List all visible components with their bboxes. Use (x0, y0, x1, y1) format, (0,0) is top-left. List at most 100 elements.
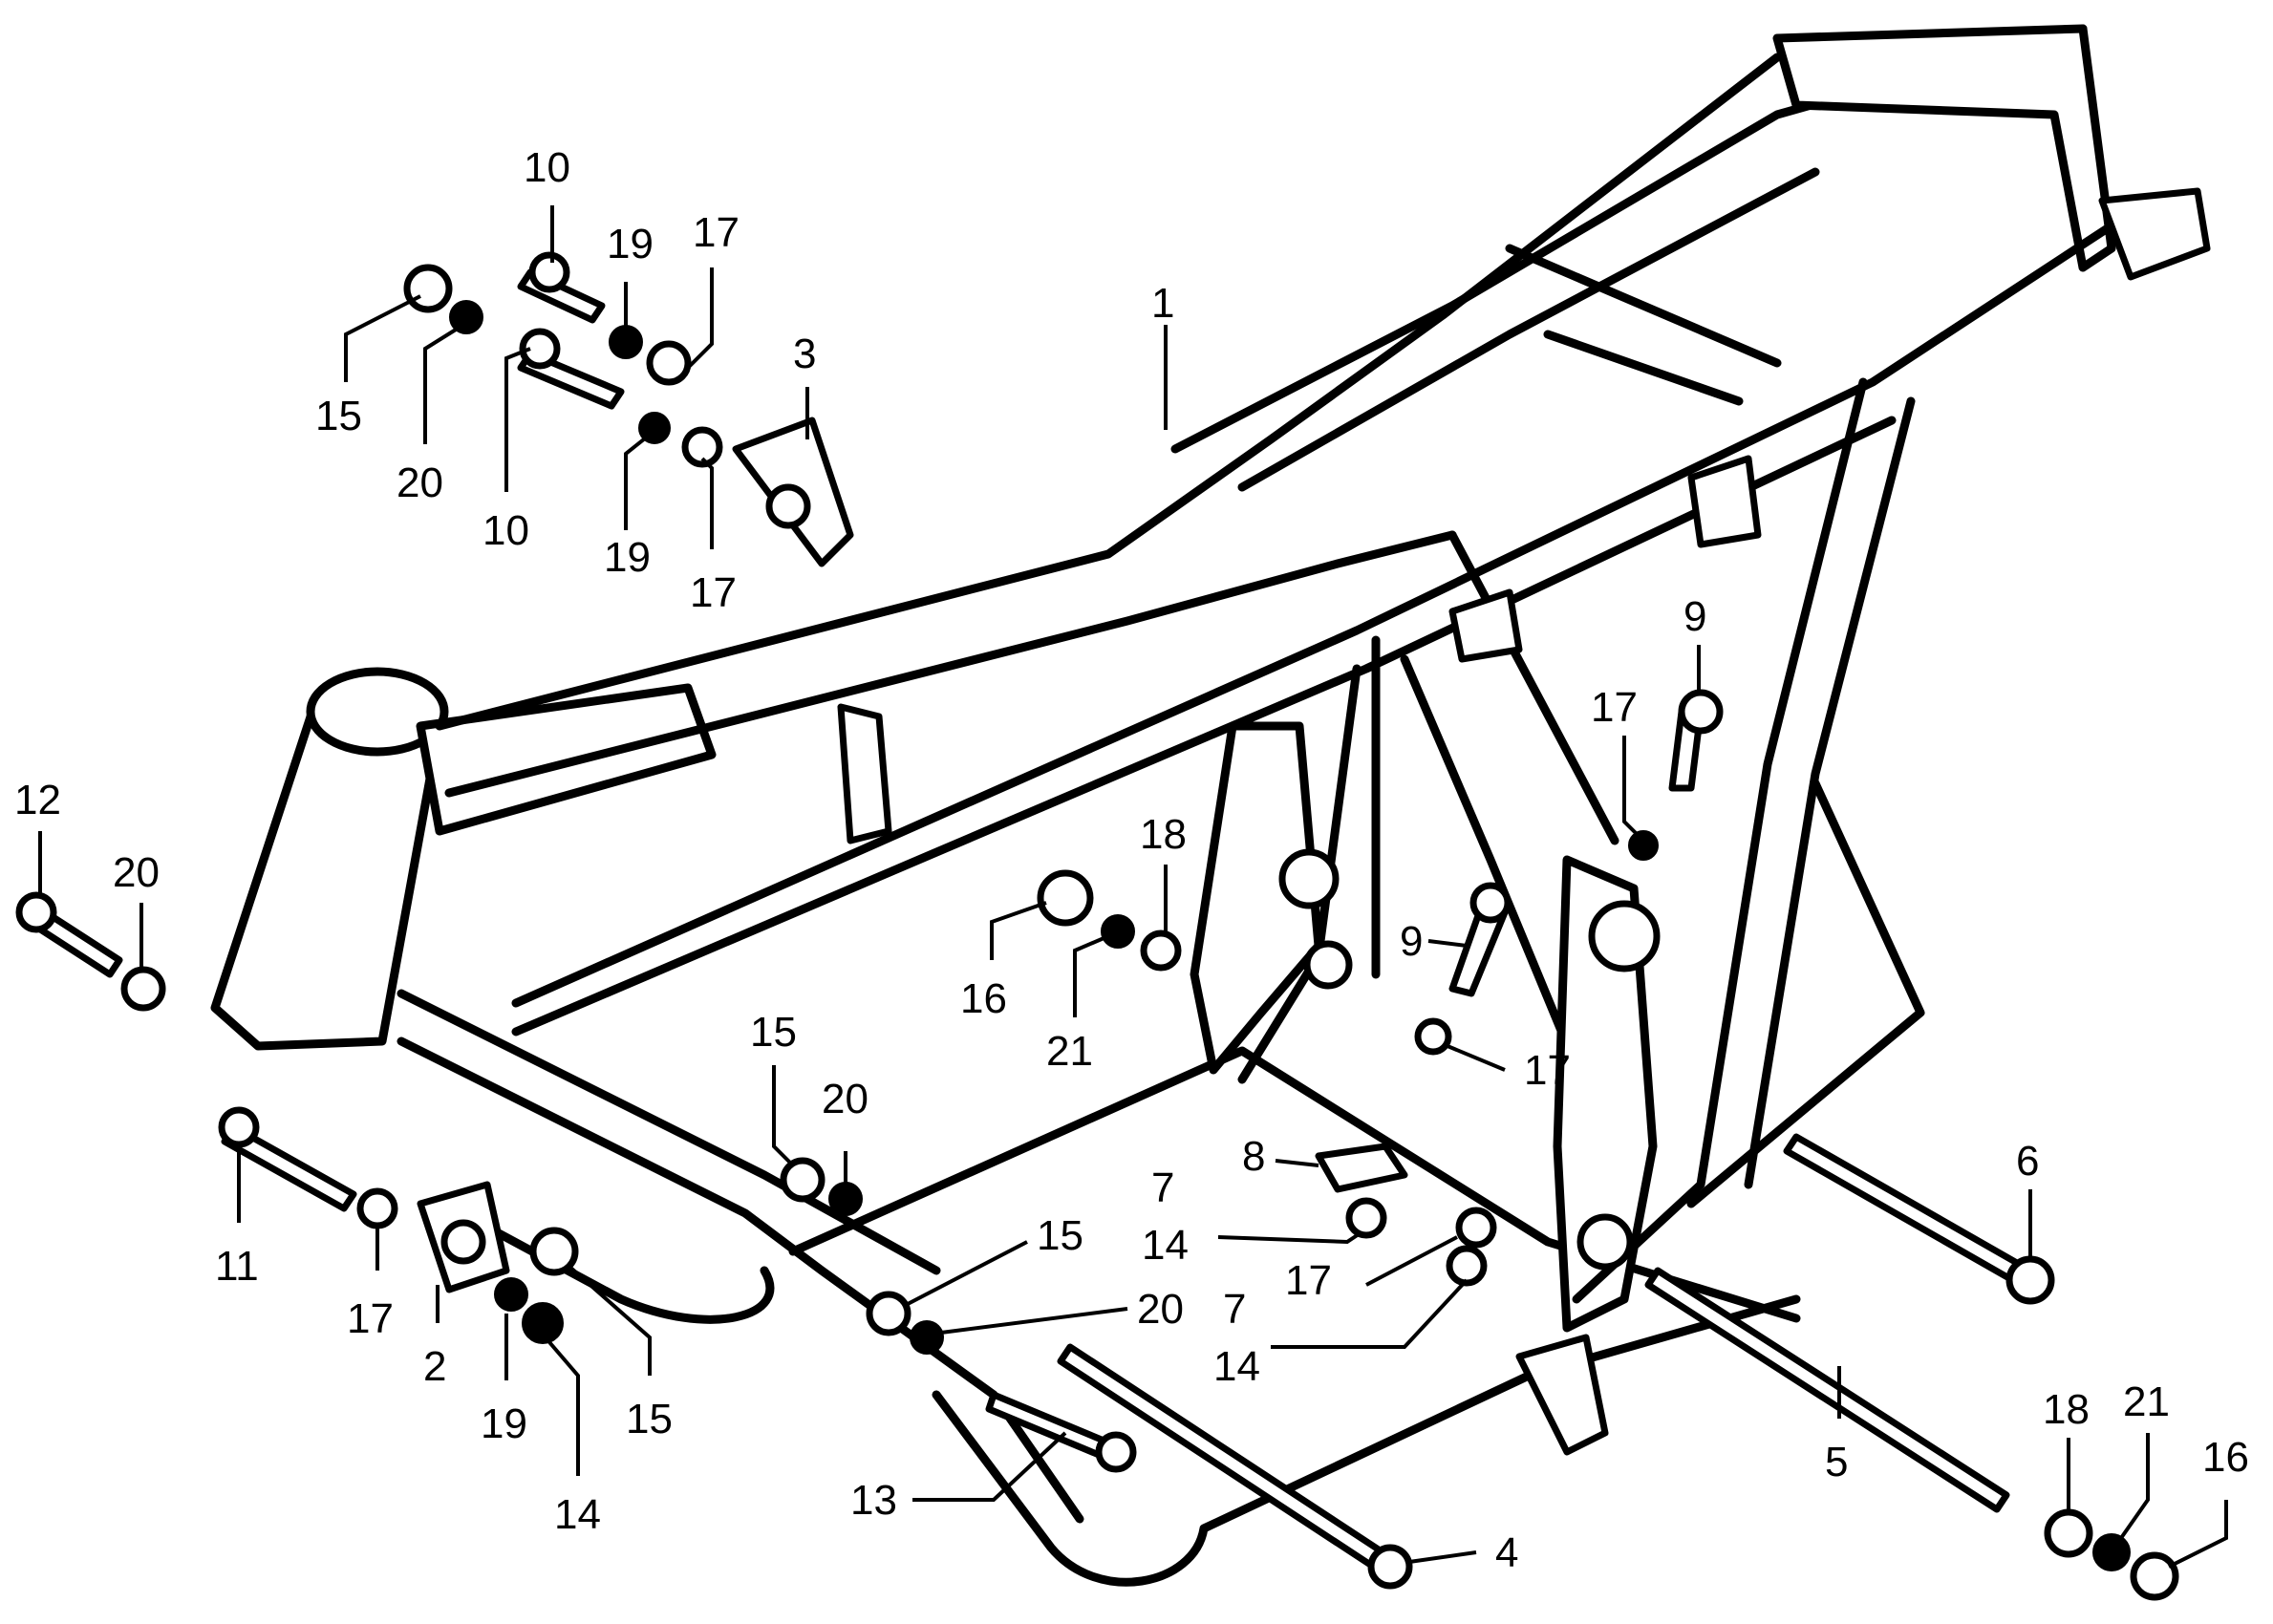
leader-9b (1427, 939, 1468, 948)
leader-15c (567, 1264, 652, 1376)
rear-down-stay-2 (1744, 396, 1916, 1189)
mid-tab (1687, 455, 1762, 548)
callout-labels: 1 3 10 19 17 15 20 10 19 17 12 20 9 17 1… (14, 144, 2249, 1576)
callout-19-lower: 19 (604, 534, 651, 581)
callout-12: 12 (14, 777, 61, 823)
collar-16-center (1037, 869, 1094, 927)
nut-15-center (780, 1157, 826, 1203)
callout-17-right: 17 (1285, 1257, 1332, 1304)
washer-17-upper (646, 340, 692, 386)
leader-21b (2119, 1433, 2150, 1540)
engine-mount-boss (1303, 940, 1353, 990)
callout-17-mid: 17 (1591, 684, 1638, 731)
washer-19-bottom (494, 1277, 528, 1312)
callout-9-upper: 9 (1683, 593, 1706, 640)
nut-14-upper (1345, 1197, 1387, 1239)
nut-15-lower (866, 1291, 911, 1336)
washer-19-upper (609, 325, 643, 359)
leader-10b (504, 347, 531, 492)
washer-18-right (2044, 1508, 2093, 1558)
cradle-front (492, 1228, 775, 1324)
washer-20-left (120, 966, 166, 1012)
swingarm-boss-right (1588, 900, 1661, 972)
leader-16a (990, 901, 1047, 960)
callout-15-upper: 15 (315, 393, 362, 439)
callout-20-center: 20 (822, 1076, 868, 1122)
callout-15-center: 15 (750, 1009, 797, 1056)
nut-15-upper (403, 264, 453, 313)
callout-17-lower: 17 (690, 569, 737, 616)
rear-outer-stay (1686, 779, 1925, 1208)
callout-8: 8 (1242, 1133, 1265, 1180)
lower-boss (1576, 1213, 1634, 1271)
main-frame (210, 24, 2211, 1587)
bolt-12-head (15, 891, 57, 933)
callout-9-lower: 9 (1400, 918, 1423, 965)
callout-7-lower: 7 (1223, 1286, 1246, 1333)
leader-8 (1275, 1159, 1319, 1167)
callout-14-upper: 14 (1142, 1222, 1189, 1269)
washer-17-mid (1628, 830, 1659, 861)
washer-21-center (1101, 914, 1135, 949)
swingarm-plate-right (1553, 855, 1658, 1333)
bolt-10-upper-head (528, 251, 570, 293)
leader-17c (1622, 736, 1640, 838)
leader-15b (772, 1065, 795, 1167)
leader-16b (2168, 1500, 2228, 1569)
leader-14a (1217, 1230, 1363, 1245)
washer-17-center (1414, 1017, 1452, 1056)
swingarm-boss-left (1278, 848, 1340, 909)
collar-7-lower-b (1446, 1245, 1488, 1287)
leader-20d (940, 1307, 1128, 1335)
callout-15-bottom: 15 (626, 1396, 673, 1442)
leader-17e (1365, 1235, 1458, 1287)
callout-3: 3 (793, 331, 816, 377)
callout-17-upper: 17 (693, 209, 740, 256)
bolt-10-lower-head (519, 328, 561, 370)
washer-20-lower (910, 1320, 944, 1355)
leader-4 (1408, 1550, 1477, 1564)
bolt-11-head (218, 1106, 260, 1148)
callout-10-upper: 10 (524, 144, 570, 191)
washer-18-center (1140, 930, 1182, 972)
washer-17-lower (681, 426, 723, 468)
leader-20a (423, 323, 465, 444)
plate-2-hole (440, 1219, 486, 1265)
callout-2: 2 (423, 1343, 446, 1390)
callout-11: 11 (215, 1243, 259, 1290)
leader-15d (907, 1240, 1028, 1306)
callout-17-center: 17 (1524, 1047, 1571, 1094)
callout-5: 5 (1825, 1439, 1848, 1485)
callout-21-right: 21 (2123, 1378, 2170, 1425)
clamp-8 (1315, 1143, 1408, 1193)
rear-tab (2098, 187, 2211, 281)
rear-loop (1772, 24, 2116, 272)
cradle-bottom (932, 1294, 1801, 1587)
callout-14-lower: 14 (1213, 1343, 1260, 1390)
callout-18-center: 18 (1140, 811, 1187, 858)
callout-15-lower: 15 (1037, 1212, 1083, 1259)
footrest-bracket (1515, 1334, 1609, 1456)
leader-14c (547, 1340, 580, 1476)
long-bolt-6-head (2005, 1255, 2055, 1305)
leader-lines (38, 205, 2228, 1569)
callout-16-right: 16 (2202, 1434, 2249, 1481)
long-bolt-5 (1644, 1267, 2010, 1513)
lower-main-rail (511, 196, 2155, 1008)
bolt-13-head (1095, 1431, 1137, 1473)
rear-cross-2 (1543, 330, 1744, 406)
long-bolt-6 (1783, 1133, 2034, 1289)
callout-1: 1 (1151, 280, 1174, 327)
callout-4: 4 (1495, 1529, 1518, 1576)
nut-15-bottom (529, 1227, 579, 1276)
collar-7-lower (1455, 1207, 1497, 1249)
washer-21-right (2092, 1533, 2131, 1571)
callout-7-upper: 7 (1151, 1165, 1174, 1211)
nut-16-right (2130, 1551, 2179, 1601)
front-bracket (837, 703, 892, 844)
swingarm-plate-left (1190, 721, 1323, 1075)
callout-18-right: 18 (2043, 1386, 2090, 1433)
nut-20-center (828, 1182, 863, 1216)
leader-19b (624, 433, 652, 530)
